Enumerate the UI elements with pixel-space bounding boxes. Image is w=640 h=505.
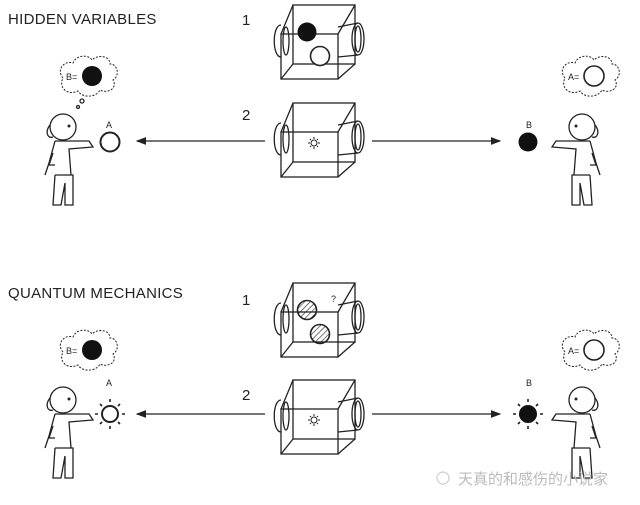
box-after-split xyxy=(273,379,365,455)
ball-label: A xyxy=(106,378,112,388)
thought-ball-white xyxy=(583,339,605,361)
thought-label: B= xyxy=(66,72,77,82)
ball-glowing-white xyxy=(95,399,125,429)
thought-label: B= xyxy=(66,346,77,356)
section-quantum-mechanics: QUANTUM MECHANICS 1 2 ? B= A xyxy=(8,282,620,479)
ball-label: A xyxy=(106,120,112,130)
box-before-split: ? xyxy=(273,282,365,358)
wechat-icon xyxy=(436,471,450,485)
step-label-2: 2 xyxy=(242,387,250,404)
section-hidden-variables: HIDDEN VARIABLES 1 2 B= A A= B xyxy=(8,4,620,206)
ball-black xyxy=(518,132,538,152)
step-label-1: 1 xyxy=(242,12,250,29)
observer-left: B= A xyxy=(44,329,125,479)
unknown-mark: ? xyxy=(331,294,336,304)
sparkle-icon xyxy=(307,413,321,427)
thought-ball-black xyxy=(82,66,102,86)
observer-right: A= B xyxy=(513,329,620,479)
box-before-split xyxy=(273,4,365,80)
ball-white xyxy=(99,131,121,153)
box-after-split xyxy=(273,102,365,178)
observer-left: B= A xyxy=(44,55,121,206)
observer-right: A= B xyxy=(518,55,620,206)
sparkle-icon xyxy=(307,136,321,150)
watermark: 天真的和感伤的小说家 xyxy=(436,470,608,488)
thought-label: A= xyxy=(568,346,579,356)
watermark-text: 天真的和感伤的小说家 xyxy=(458,470,608,488)
thought-ball-white xyxy=(583,65,605,87)
ball-label: B xyxy=(526,120,532,130)
ball-glowing-black xyxy=(513,399,543,429)
section-title: HIDDEN VARIABLES xyxy=(8,11,157,28)
step-label-1: 1 xyxy=(242,292,250,309)
section-title: QUANTUM MECHANICS xyxy=(8,285,183,302)
step-label-2: 2 xyxy=(242,107,250,124)
thought-ball-black xyxy=(82,340,102,360)
thought-label: A= xyxy=(568,72,579,82)
ball-label: B xyxy=(526,378,532,388)
